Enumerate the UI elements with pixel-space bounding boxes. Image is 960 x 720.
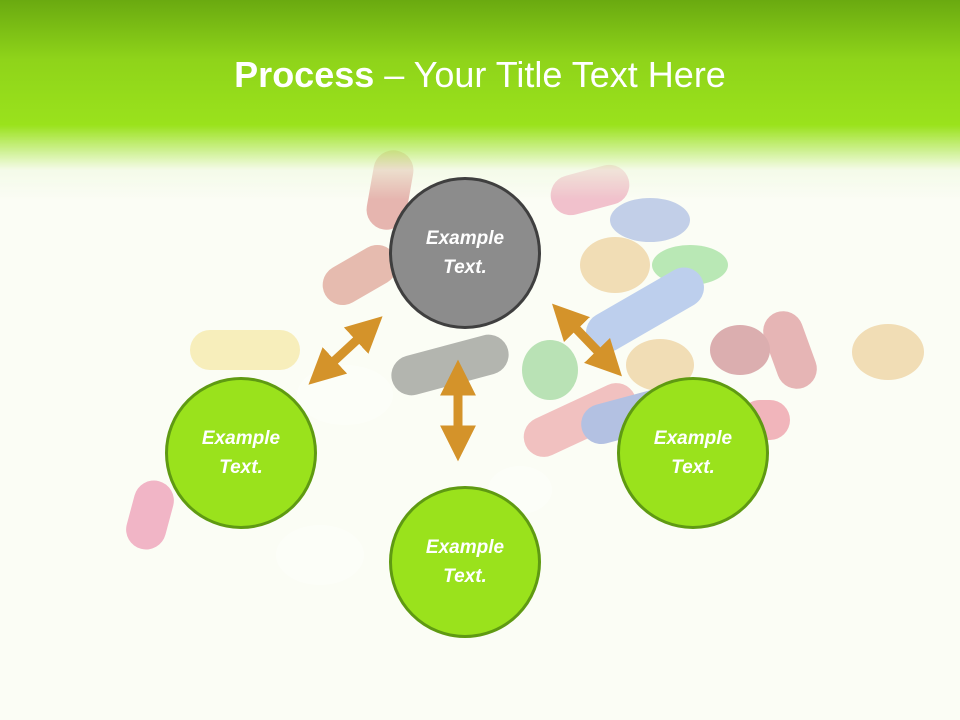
right-node: Example Text. [617,377,769,529]
slide-title-rest: – Your Title Text Here [374,54,726,95]
bottom-node: Example Text. [389,486,541,638]
center-node-label: Example Text. [425,228,505,278]
slide-title: Process – Your Title Text Here [0,52,960,98]
left-node: Example Text. [165,377,317,529]
slide-title-bold: Process [234,54,375,95]
arrow-center-left [308,316,383,385]
bottom-node-label: Example Text. [425,537,505,587]
left-node-label: Example Text. [201,428,281,478]
arrow-center-right [552,303,622,377]
title-banner [0,0,960,200]
center-node: Example Text. [389,177,541,329]
right-node-label: Example Text. [653,428,733,478]
